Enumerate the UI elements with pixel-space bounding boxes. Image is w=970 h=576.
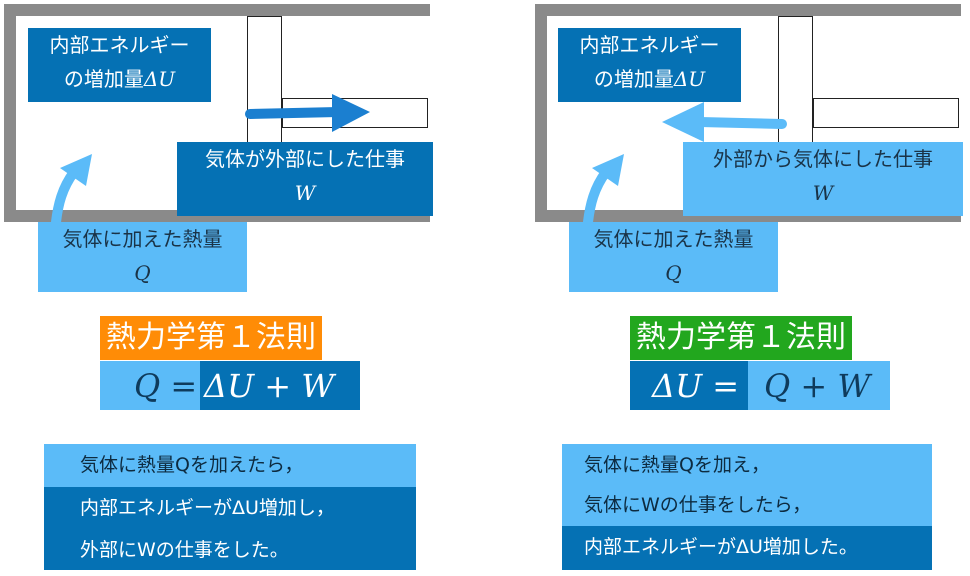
- right-heat-var: Q: [665, 261, 682, 285]
- left-work-label: 気体が外部にした仕事 W: [177, 142, 433, 216]
- left-formula-lhs: Q =: [134, 367, 198, 405]
- left-work-var: W: [294, 181, 316, 205]
- right-work-label: 外部から気体にした仕事 W: [683, 142, 963, 216]
- left-work-text: 気体が外部にした仕事: [205, 147, 405, 171]
- right-work-text: 外部から気体にした仕事: [713, 147, 933, 171]
- right-internal-energy-var: ΔU: [673, 67, 706, 91]
- left-law-title: 熱力学第１法則: [100, 316, 322, 360]
- right-law-title: 熱力学第１法則: [630, 316, 852, 360]
- left-formula-rhs-box: [200, 361, 360, 410]
- left-heat-var: Q: [134, 261, 151, 285]
- right-explanation-line-1: 気体に熱量Qを加え，: [562, 444, 932, 484]
- arrow-up-right-icon: [583, 154, 624, 227]
- right-work-var: W: [812, 181, 834, 205]
- left-explanation-line-2: 内部エネルギーがΔU増加し，: [44, 487, 416, 529]
- right-formula-rhs: Q + W: [764, 367, 871, 405]
- left-internal-energy-var: ΔU: [143, 67, 176, 91]
- left-heat-label: 気体に加えた熱量 Q: [38, 222, 247, 292]
- right-heat-text: 気体に加えた熱量: [593, 227, 754, 251]
- right-formula-lhs-box: [630, 361, 748, 410]
- left-explanation-line-1: 気体に熱量Qを加えたら，: [44, 444, 416, 487]
- right-formula-rhs-box: [748, 361, 890, 410]
- arrow-up-right-icon: [51, 154, 92, 227]
- left-formula-lhs-box: [100, 361, 200, 410]
- right-heat-label: 気体に加えた熱量 Q: [569, 222, 778, 292]
- right-internal-energy-label: 内部エネルギー の増加量ΔU: [558, 28, 741, 102]
- right-formula-lhs: ΔU =: [652, 367, 740, 405]
- left-internal-energy-label: 内部エネルギー の増加量ΔU: [28, 28, 211, 102]
- left-internal-energy-line2: の増加量: [63, 67, 144, 91]
- left-heat-text: 気体に加えた熱量: [62, 227, 223, 251]
- right-explanation-line-3: 内部エネルギーがΔU増加した。: [562, 526, 932, 570]
- left-formula-rhs: ΔU + W: [204, 367, 335, 405]
- arrow-right-icon: [245, 94, 370, 132]
- right-internal-energy-line1: 内部エネルギー: [579, 33, 720, 57]
- right-internal-energy-line2: の増加量: [593, 67, 674, 91]
- right-explanation-line-2: 気体にWの仕事をしたら，: [562, 484, 932, 526]
- right-piston-rod: [813, 98, 959, 128]
- left-explanation-line-3: 外部にWの仕事をした。: [44, 529, 416, 570]
- left-internal-energy-line1: 内部エネルギー: [49, 33, 190, 57]
- arrow-left-icon: [662, 102, 787, 142]
